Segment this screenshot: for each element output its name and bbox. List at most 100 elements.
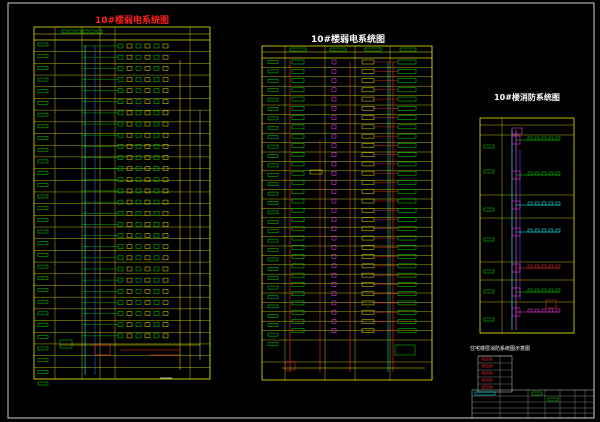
device-box (126, 277, 133, 283)
device-box (291, 152, 305, 157)
device-box (361, 282, 375, 287)
device-box (361, 217, 375, 222)
device-box (162, 255, 169, 261)
device-symbol (548, 308, 554, 313)
device-box (117, 255, 124, 261)
device-box (397, 208, 417, 213)
device-symbol (527, 308, 533, 313)
device-box (361, 198, 375, 204)
device-box (361, 208, 375, 213)
device-box (331, 328, 337, 333)
device-box (162, 311, 169, 316)
device-box (144, 66, 151, 71)
floor-label-mark (267, 97, 279, 102)
floor-label-mark (267, 201, 279, 205)
device-box (126, 255, 133, 261)
device-box (117, 277, 124, 283)
device-box (361, 263, 375, 269)
note-block: 住宅楼层消防系统图示意图 (470, 345, 530, 393)
device-box (126, 244, 133, 249)
device-box (153, 166, 160, 171)
device-box (117, 110, 124, 116)
device-box (361, 143, 375, 148)
header-symbol (329, 47, 347, 52)
floor-label-mark (37, 288, 49, 292)
device-box (291, 161, 305, 167)
device-box (126, 99, 133, 104)
device-box (331, 272, 337, 278)
panel-box (511, 200, 521, 210)
device-box (331, 133, 337, 139)
panel-box (511, 287, 521, 297)
device-box (162, 121, 169, 127)
device-box (162, 266, 169, 272)
floor-label-mark (483, 237, 495, 242)
device-symbol (541, 171, 547, 176)
device-box (126, 210, 133, 216)
device-box (117, 210, 124, 216)
panel-box (511, 170, 521, 180)
floor-label-mark (37, 299, 49, 304)
device-box (126, 54, 133, 60)
device-box (397, 263, 417, 269)
floor-label-mark (37, 358, 49, 362)
device-symbol (555, 201, 561, 206)
header-symbol (82, 29, 89, 34)
floor-label-mark (267, 248, 279, 252)
device-box (397, 226, 417, 232)
device-symbol (527, 171, 533, 176)
device-box (126, 188, 133, 194)
device-box (331, 124, 337, 130)
device-box (361, 309, 375, 315)
floor-label-mark (267, 229, 279, 233)
device-box (126, 166, 133, 171)
floor-label-mark (37, 136, 49, 140)
device-box (153, 266, 160, 272)
floor-label-mark (267, 276, 279, 280)
device-box (126, 233, 133, 238)
device-symbol (548, 228, 554, 233)
device-box (153, 333, 160, 339)
floor-label-mark (267, 88, 279, 92)
device-box (135, 188, 142, 194)
device-symbol (541, 264, 547, 269)
device-box (135, 144, 142, 149)
device-box (153, 311, 160, 316)
device-box (117, 322, 124, 327)
header-symbol (61, 29, 68, 34)
floor-label-mark (37, 159, 49, 164)
floor-label-mark (37, 112, 49, 117)
device-box (126, 66, 133, 71)
title-block (471, 389, 595, 419)
floor-label-mark (37, 253, 49, 257)
floor-label-mark (483, 289, 495, 294)
device-box (361, 161, 375, 167)
left-sheet-border (33, 26, 211, 380)
device-box (144, 77, 151, 82)
device-symbol (541, 308, 547, 313)
device-box (135, 233, 142, 238)
device-box (117, 222, 124, 227)
device-box (397, 272, 417, 278)
device-box (162, 199, 169, 205)
device-box (117, 333, 124, 339)
device-box (162, 88, 169, 93)
device-box (117, 233, 124, 238)
floor-label-mark (267, 314, 279, 318)
floor-label-mark (37, 54, 49, 58)
device-box (291, 235, 305, 241)
device-box (126, 199, 133, 205)
header-symbol (96, 29, 103, 34)
device-box (117, 266, 124, 272)
device-symbol (555, 264, 561, 269)
header-symbol (89, 29, 96, 34)
device-box (397, 106, 417, 111)
device-box (117, 54, 124, 60)
floor-label-mark (37, 171, 49, 175)
device-box (162, 188, 169, 194)
device-box (135, 244, 142, 249)
device-box (291, 208, 305, 213)
title-block-text-mark (547, 397, 559, 402)
device-box (144, 110, 151, 116)
device-box (291, 217, 305, 222)
